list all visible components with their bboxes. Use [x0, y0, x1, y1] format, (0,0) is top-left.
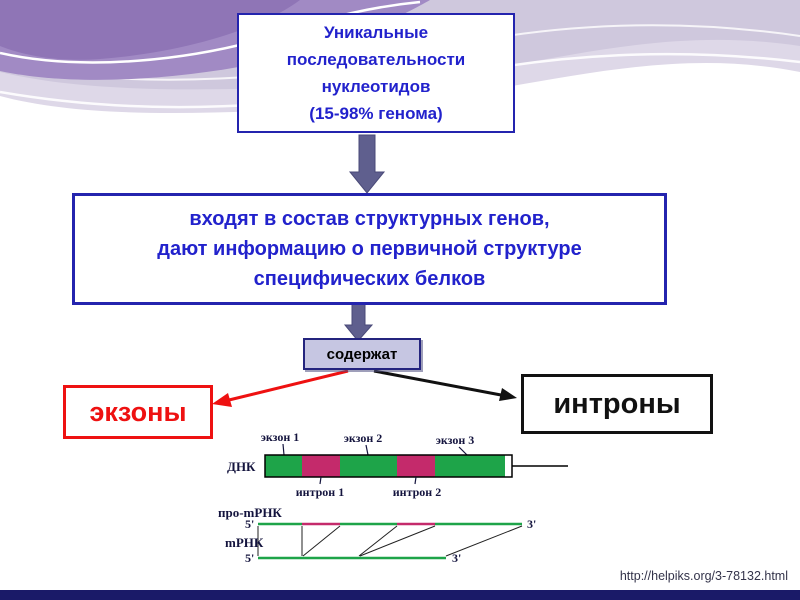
pre-mrna-label: про-mРНК: [218, 505, 282, 520]
unique-sequences-line: последовательности: [286, 49, 466, 69]
structural-genes-box: входят в состав структурных генов, дают …: [72, 193, 667, 305]
exon2-label: экзон 2: [344, 431, 383, 445]
bottom-strip-decoration: [0, 590, 800, 600]
exon-segment: [340, 455, 397, 477]
splice-lines: [257, 525, 523, 557]
dna-label: ДНК: [227, 459, 256, 474]
structural-genes-line: входят в состав структурных генов,: [189, 208, 550, 230]
intron-segment: [397, 455, 435, 477]
contains-box: содержат: [303, 338, 421, 370]
exons-box: экзоны: [63, 385, 213, 439]
intron1-label: интрон 1: [296, 485, 344, 499]
unique-sequences-line: Уникальные: [323, 22, 429, 42]
exon-segment: [435, 455, 505, 477]
unique-sequences-line: нуклеотидов: [321, 77, 431, 96]
down-arrow-2: [343, 303, 374, 342]
exon1-label: экзон 1: [261, 430, 300, 444]
exon2-tick: [365, 444, 369, 456]
mrna-3prime: 3': [452, 551, 461, 565]
exons-label: экзоны: [89, 396, 187, 427]
introns-label: интроны: [553, 387, 681, 420]
gene-structure-diagram: экзон 1 экзон 2 экзон 3 ДНК интрон 1 инт…: [218, 430, 568, 565]
pre-mrna-5prime: 5': [245, 517, 254, 531]
contains-label: содержат: [326, 345, 398, 363]
black-arrow-head: [499, 388, 517, 401]
source-url: http://helpiks.org/3-78132.html: [619, 569, 788, 583]
intron2-label: интрон 2: [393, 485, 441, 499]
mrna-5prime: 5': [245, 551, 254, 565]
unique-sequences-box: Уникальные последовательности нуклеотидо…: [237, 13, 515, 133]
intron1-tick: [319, 476, 322, 485]
structural-genes-line: дают информацию о первичной структуре: [157, 238, 582, 260]
exon3-tick: [458, 446, 468, 456]
exon3-label: экзон 3: [436, 433, 475, 447]
mrna-label: mРНК: [225, 535, 264, 550]
black-arrow-line: [373, 369, 502, 397]
introns-box: интроны: [521, 374, 713, 434]
exon1-tick: [282, 443, 285, 456]
red-arrow-head: [212, 393, 232, 407]
pre-mrna-3prime: 3': [527, 517, 536, 531]
red-arrow-line: [228, 369, 349, 402]
structural-genes-line: специфических белков: [253, 268, 486, 290]
intron2-tick: [414, 476, 417, 485]
exon-segment: [265, 455, 302, 477]
unique-sequences-line: (15-98% генома): [309, 104, 443, 124]
intron-segment: [302, 455, 340, 477]
dna-bar: [264, 454, 568, 478]
